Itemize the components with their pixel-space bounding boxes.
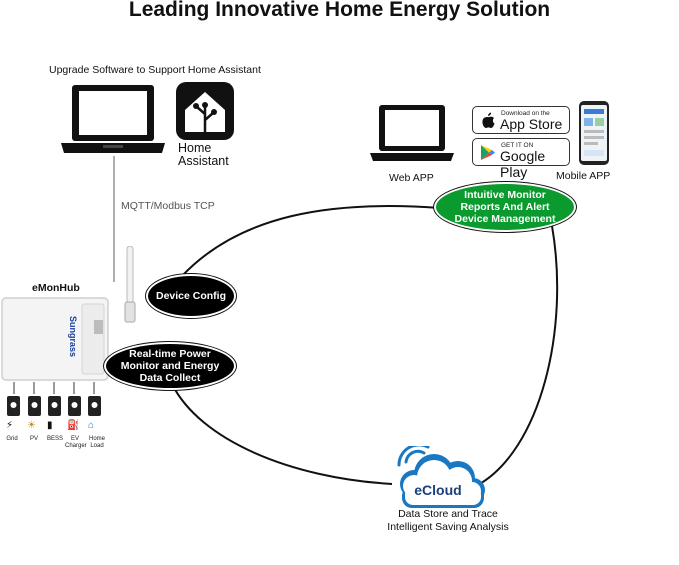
home-assistant-label: Home Assistant: [178, 141, 229, 168]
google-play-icon: [481, 145, 495, 160]
laptop-icon: [61, 85, 165, 153]
pv-icon: ☀: [27, 420, 36, 431]
link-realtime-to-ecloud: [171, 383, 393, 485]
home-load-icon: ⌂: [88, 420, 95, 431]
mobile-phone-icon: [579, 101, 609, 165]
ecloud-icon: [397, 446, 485, 508]
ct-clamp-icons: [7, 382, 101, 416]
intuitive-monitor-node: Intuitive Monitor Reports And Alert Devi…: [434, 182, 576, 232]
mobile-app-label: Mobile APP: [556, 170, 611, 182]
app-store-badge[interactable]: Download on the App Store: [472, 106, 570, 134]
hub-device-icon: [1, 297, 109, 381]
ecloud-caption: Data Store and Trace Intelligent Saving …: [387, 508, 509, 533]
device-config-node: Device Config: [146, 274, 236, 318]
web-app-label: Web APP: [389, 172, 434, 184]
page-title: Leading Innovative Home Energy Solution: [128, 0, 551, 21]
ev-charger-icon: ⛽: [67, 420, 80, 431]
sensor-label-ev-charger: EV Charger: [65, 436, 87, 449]
ecloud-name: eCloud: [414, 482, 462, 498]
antenna-icon: [124, 246, 136, 323]
sensor-label-home-load: Home Load: [88, 436, 105, 449]
bess-icon: ▮: [47, 420, 53, 431]
link-green-to-ecloud: [477, 225, 559, 486]
web-app-laptop-icon: [370, 105, 454, 161]
hub-brand: Sungrass: [68, 316, 78, 358]
hub-label: eMonHub: [32, 282, 80, 294]
grid-icon: ⚡: [6, 420, 14, 431]
sensor-row: ⚡ ☀ ▮ ⛽ ⌂ Grid PV BESS EV Charger Home L…: [2, 380, 110, 456]
apple-icon: [482, 112, 495, 128]
sensor-label-grid: Grid: [6, 436, 18, 442]
top-caption: Upgrade Software to Support Home Assista…: [49, 64, 261, 76]
realtime-monitor-node: Real-time Power Monitor and Energy Data …: [104, 342, 236, 390]
home-assistant-icon: [176, 82, 234, 140]
link-deviceconfig-to-green: [181, 205, 441, 277]
sensor-label-pv: PV: [29, 436, 38, 442]
google-play-badge[interactable]: GET IT ON Google Play: [472, 138, 570, 180]
sensor-label-bess: BESS: [46, 436, 63, 442]
protocol-label: MQTT/Modbus TCP: [121, 200, 215, 212]
